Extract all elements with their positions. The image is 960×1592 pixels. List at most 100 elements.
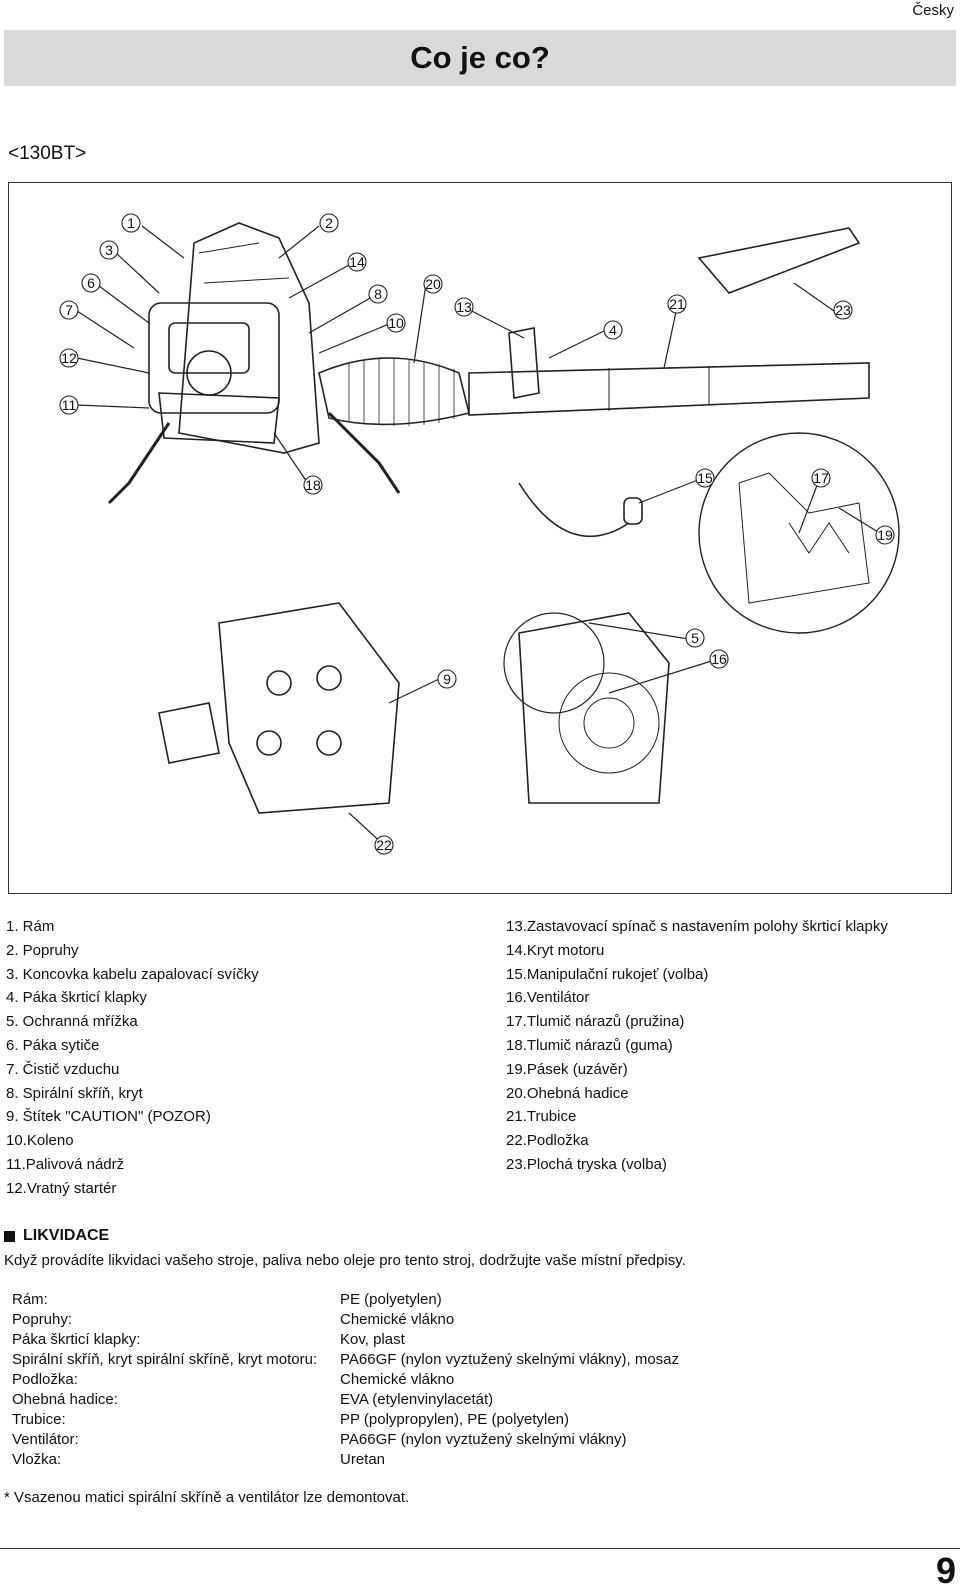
cable bbox=[518, 482, 630, 538]
callout-4 bbox=[603, 320, 623, 340]
callout-5 bbox=[685, 628, 705, 648]
table-row: Páka škrticí klapky: Kov, plast bbox=[12, 1330, 679, 1350]
material-value: EVA (etylenvinylacetát) bbox=[340, 1391, 494, 1408]
material-value: Kov, plast bbox=[340, 1331, 405, 1348]
callout-8 bbox=[368, 284, 388, 304]
leader-lines bbox=[76, 225, 884, 846]
list-item: 20.Ohebná hadice bbox=[506, 1084, 629, 1102]
list-item: 2. Popruhy bbox=[6, 941, 79, 959]
callout-label: 11 bbox=[62, 397, 77, 413]
table-row: Rám: PE (polyetylen) bbox=[12, 1290, 679, 1310]
callout-21 bbox=[667, 294, 687, 314]
callout-label: 4 bbox=[609, 322, 617, 338]
callout-13 bbox=[454, 297, 474, 317]
callout-label: 23 bbox=[835, 302, 851, 318]
callout-label: 20 bbox=[425, 276, 441, 292]
callout-19 bbox=[875, 525, 895, 545]
engine-cutaway bbox=[518, 612, 670, 804]
list-item: 4. Páka škrticí klapky bbox=[6, 989, 147, 1007]
list-item: 19.Pásek (uzávěr) bbox=[506, 1060, 628, 1078]
material-value: PA66GF (nylon vyztužený skelnými vlákny) bbox=[340, 1431, 627, 1448]
list-item: 15.Manipulační rukojeť (volba) bbox=[506, 965, 709, 983]
callout-label: 7 bbox=[65, 302, 73, 318]
callout-23 bbox=[833, 300, 853, 320]
callout-10 bbox=[386, 313, 406, 333]
table-row: Podložka: Chemické vlákno bbox=[12, 1370, 679, 1390]
list-item: 21.Trubice bbox=[506, 1108, 577, 1126]
callout-label: 6 bbox=[87, 275, 95, 291]
callout-1 bbox=[121, 213, 141, 233]
nozzle bbox=[697, 227, 861, 294]
callout-label: 9 bbox=[443, 671, 451, 687]
callout-11 bbox=[59, 395, 79, 415]
list-item: 11.Palivová nádrž bbox=[6, 1155, 125, 1173]
material-part: Páka škrticí klapky: bbox=[12, 1331, 141, 1348]
model-label: <130BT> bbox=[8, 143, 87, 164]
list-item: 8. Spirální skříň, kryt bbox=[6, 1084, 143, 1102]
table-row: Vložka: Uretan bbox=[12, 1450, 679, 1470]
material-value: PP (polypropylen), PE (polyetylen) bbox=[340, 1411, 569, 1428]
list-item: 23.Plochá tryska (volba) bbox=[506, 1155, 667, 1173]
callout-label: 16 bbox=[711, 651, 727, 667]
list-item: 5. Ochranná mřížka bbox=[6, 1013, 138, 1031]
callout-label: 18 bbox=[305, 477, 321, 493]
table-row: Ventilátor: PA66GF (nylon vyztužený skel… bbox=[12, 1430, 679, 1450]
table-row: Trubice: PP (polypropylen), PE (polyetyl… bbox=[12, 1410, 679, 1430]
callout-label: 1 bbox=[127, 215, 135, 231]
list-item: 22.Podložka bbox=[506, 1132, 589, 1150]
list-item: 1. Rám bbox=[6, 918, 55, 935]
footer-divider bbox=[0, 1548, 960, 1549]
callout-16 bbox=[709, 649, 729, 669]
material-value: Uretan bbox=[340, 1451, 386, 1468]
callout-label: 14 bbox=[349, 254, 365, 270]
callout-3 bbox=[99, 240, 119, 260]
square-bullet-icon bbox=[4, 1230, 15, 1242]
list-item: 12.Vratný startér bbox=[6, 1179, 117, 1197]
callout-6 bbox=[81, 273, 101, 293]
parts-list-right: 13.Zastavovací spínač s nastavením poloh… bbox=[506, 915, 956, 1177]
material-value: PE (polyetylen) bbox=[340, 1291, 442, 1308]
callout-label: 5 bbox=[691, 630, 699, 646]
material-part: Rám: bbox=[12, 1291, 48, 1308]
list-item: 10.Koleno bbox=[6, 1132, 74, 1150]
list-item: 3. Koncovka kabelu zapalovací svíčky bbox=[6, 965, 259, 983]
table-row: Spirální skříň, kryt spirální skříně, kr… bbox=[12, 1350, 679, 1370]
material-part: Ohebná hadice: bbox=[12, 1391, 118, 1408]
flexible-hose bbox=[318, 357, 470, 426]
callout-label: 22 bbox=[376, 837, 392, 853]
list-item: 7. Čistič vzduchu bbox=[6, 1060, 120, 1078]
callout-label: 21 bbox=[669, 296, 685, 312]
language-label: Česky bbox=[912, 2, 954, 19]
list-item: 9. Štítek "CAUTION" (POZOR) bbox=[6, 1108, 211, 1126]
callout-label: 17 bbox=[813, 470, 829, 486]
callout-18 bbox=[303, 475, 323, 495]
parts-diagram: 1 2 3 14 6 8 20 7 10 13 4 21 23 12 11 18… bbox=[8, 182, 952, 894]
diagram-drawing: 1 2 3 14 6 8 20 7 10 13 4 21 23 12 11 18… bbox=[59, 213, 900, 855]
engine-block bbox=[148, 302, 280, 414]
disposal-heading: LIKVIDACE bbox=[4, 1227, 109, 1245]
callout-label: 10 bbox=[388, 315, 404, 331]
back-pad bbox=[218, 602, 400, 814]
callout-15 bbox=[695, 468, 715, 488]
callout-label: 8 bbox=[374, 286, 382, 302]
callout-circles bbox=[59, 213, 895, 855]
material-part: Vložka: bbox=[12, 1451, 62, 1468]
page-number: 9 bbox=[935, 1550, 956, 1591]
page-title: Co je co? bbox=[410, 40, 550, 75]
material-value: Chemické vlákno bbox=[340, 1311, 455, 1328]
material-part: Ventilátor: bbox=[12, 1431, 79, 1448]
callout-label: 3 bbox=[105, 242, 113, 258]
list-item: 16.Ventilátor bbox=[506, 989, 590, 1007]
list-item: 18.Tlumič nárazů (guma) bbox=[506, 1036, 673, 1054]
frame-outline bbox=[178, 222, 320, 454]
materials-table: Rám: PE (polyetylen) Popruhy: Chemické v… bbox=[12, 1290, 679, 1470]
callout-22 bbox=[374, 835, 394, 855]
handle bbox=[508, 327, 540, 399]
callout-label: 13 bbox=[456, 299, 472, 315]
list-item: 14.Kryt motoru bbox=[506, 941, 605, 959]
table-row: Popruhy: Chemické vlákno bbox=[12, 1310, 679, 1330]
footnote: * Vsazenou matici spirální skříně a vent… bbox=[4, 1489, 410, 1506]
material-value: PA66GF (nylon vyztužený skelnými vlákny)… bbox=[340, 1351, 680, 1368]
list-item: 17.Tlumič nárazů (pružina) bbox=[506, 1013, 685, 1031]
disposal-intro: Když provádíte likvidaci vašeho stroje, … bbox=[4, 1252, 686, 1269]
